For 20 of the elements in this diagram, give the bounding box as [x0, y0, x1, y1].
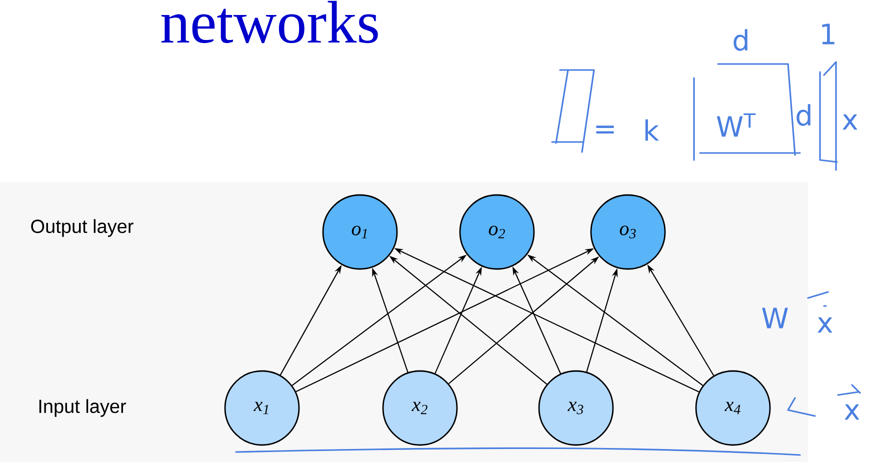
- slide-title: networks: [161, 0, 378, 44]
- handwritten-note: x: [844, 404, 860, 420]
- handwritten-note: 1: [822, 24, 834, 44]
- input-neuron: x$_{1}$: [224, 370, 300, 446]
- layer-label: Output layer: [31, 219, 134, 237]
- handwritten-note: d: [734, 29, 748, 51]
- output-neuron: o$_{2}$: [459, 194, 535, 270]
- handwritten-note: x: [818, 317, 832, 333]
- output-neuron: o$_{3}$: [590, 194, 666, 270]
- output-neuron: o$_{1}$: [322, 194, 398, 270]
- handwritten-note: d: [796, 104, 810, 126]
- input-neuron: x$_{2}$: [382, 370, 458, 446]
- handwritten-note: W$^{T}$: [716, 113, 756, 137]
- input-neuron: x$_{3}$: [538, 370, 614, 446]
- handwritten-note: x: [842, 114, 858, 130]
- input-neuron: x$_{4}$: [695, 370, 771, 446]
- handwritten-note: k: [645, 119, 660, 141]
- layer-label: Input layer: [39, 399, 126, 417]
- handwritten-note: W: [762, 308, 788, 328]
- handwritten-note: =: [596, 126, 614, 134]
